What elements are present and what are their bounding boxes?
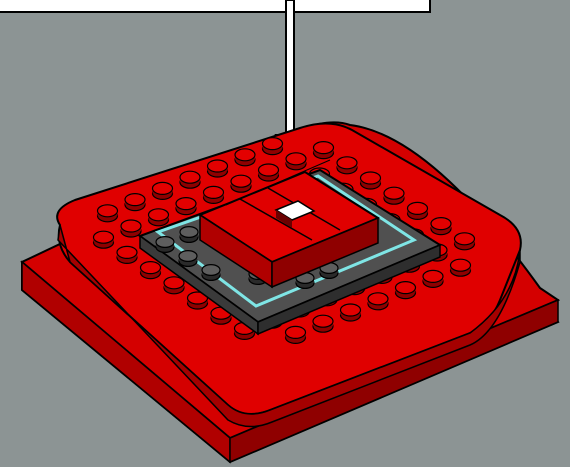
- stud: [180, 171, 200, 188]
- stud: [235, 149, 255, 166]
- stud: [286, 326, 306, 343]
- stud: [98, 205, 118, 222]
- stud: [125, 194, 145, 211]
- stud: [179, 251, 197, 267]
- stud: [431, 218, 451, 235]
- stud: [117, 246, 137, 263]
- stud: [204, 186, 224, 203]
- stud: [176, 198, 196, 215]
- stud: [153, 182, 173, 199]
- stud: [368, 293, 388, 310]
- stud: [341, 304, 361, 321]
- stud: [208, 160, 228, 177]
- stud: [286, 153, 306, 170]
- stud: [94, 231, 114, 248]
- stud: [231, 175, 251, 192]
- stud: [149, 209, 169, 226]
- stud: [361, 172, 381, 189]
- stud: [202, 265, 220, 281]
- stud: [164, 277, 184, 294]
- stud: [408, 202, 428, 219]
- stud: [156, 237, 174, 253]
- stud: [384, 187, 404, 204]
- stud: [313, 315, 333, 332]
- stud: [451, 259, 471, 276]
- stud: [337, 157, 357, 174]
- stud: [121, 220, 141, 237]
- stud: [455, 233, 475, 250]
- stud: [314, 142, 334, 159]
- stud: [259, 164, 279, 181]
- stud: [396, 282, 416, 299]
- stud: [141, 262, 161, 279]
- stud: [263, 138, 283, 155]
- stud: [180, 227, 198, 243]
- stud: [423, 270, 443, 287]
